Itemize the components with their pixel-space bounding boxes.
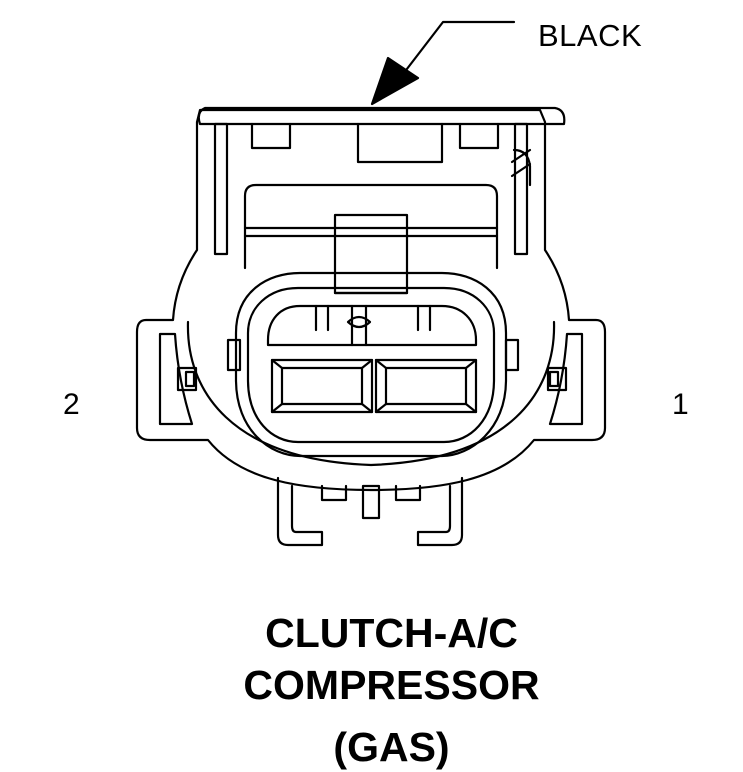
connector-lock-ramp bbox=[243, 183, 499, 295]
title-line-1: CLUTCH-A/C bbox=[265, 610, 518, 656]
connector-outer-body bbox=[135, 108, 607, 492]
connector-top-latch bbox=[197, 106, 566, 256]
title-line-2: COMPRESSOR bbox=[243, 662, 540, 708]
connector-wire-exit bbox=[276, 476, 464, 547]
callout-arrow bbox=[370, 20, 516, 106]
pin-cavity-2 bbox=[270, 358, 374, 414]
pin-number-1-label: 1 bbox=[672, 388, 689, 421]
title-line-3: (GAS) bbox=[333, 724, 450, 770]
pin-number-2-label: 2 bbox=[63, 388, 80, 421]
connector-cavity bbox=[226, 271, 520, 458]
wire-color-label: BLACK bbox=[538, 18, 643, 53]
terminal-tabs bbox=[176, 366, 568, 392]
pin-cavity-1 bbox=[374, 358, 478, 414]
